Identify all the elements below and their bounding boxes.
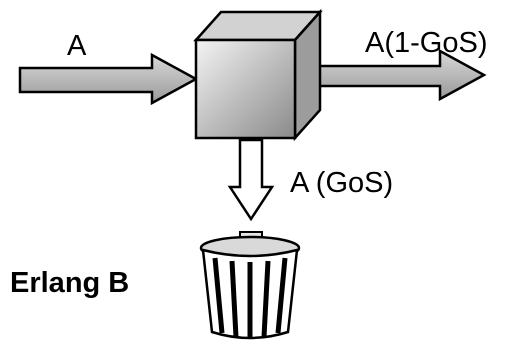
model-name-label: Erlang B: [10, 267, 130, 299]
input-arrow: [18, 52, 199, 106]
blocked-traffic-label: A (GoS): [290, 167, 394, 199]
output-arrow: [310, 48, 487, 102]
server-cube-icon: [193, 8, 323, 142]
input-traffic-label: A: [67, 30, 87, 62]
trash-can-icon: [199, 231, 301, 340]
blocked-arrow: [227, 138, 275, 222]
carried-traffic-label: A(1-GoS): [365, 27, 488, 59]
